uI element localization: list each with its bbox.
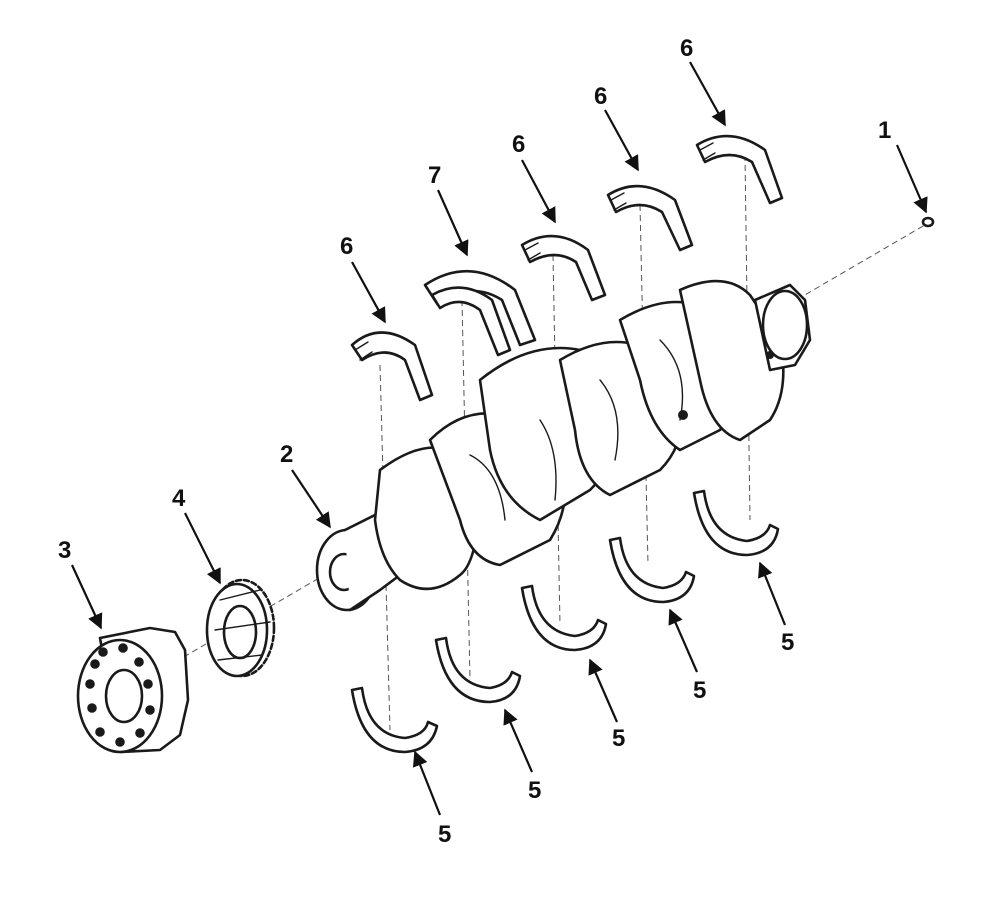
callout-5-first: 5 [438,821,451,848]
crankshaft-icon [315,279,812,612]
lower-bearing-shell-icon [350,686,439,754]
lower-bearing-shell-icon [608,536,696,604]
lower-bearing-shell-icon [692,489,780,557]
lower-bearing-shell-icon [434,636,522,704]
upper-bearing-shell-icon [520,234,607,302]
callout-6-third: 6 [594,83,607,110]
callout-6-second: 6 [512,131,525,158]
leader-arrows [71,61,928,816]
callout-5-fifth: 5 [781,629,794,656]
pin-icon [921,216,935,228]
thrust-bearing-shell-icon [423,269,537,357]
callout-5-third: 5 [612,725,625,752]
upper-bearing-shell-icon [606,184,694,252]
upper-bearing-shell-icon [350,331,434,402]
callout-7: 7 [428,162,441,189]
callout-labels: 1 2 3 4 6 7 6 6 6 5 5 5 5 5 [58,35,891,848]
callout-2: 2 [280,441,293,468]
upper-bearing-shell-icon [695,134,784,205]
callout-3: 3 [58,537,71,564]
callout-4: 4 [172,485,186,512]
pulley-hub-icon [76,626,190,754]
lower-bearing-shell-icon [520,584,608,652]
callout-1: 1 [878,117,891,144]
callout-5-fourth: 5 [693,677,706,704]
crank-gear-icon [205,578,276,678]
callout-6-fourth: 6 [680,35,693,62]
crank-axis-line [174,221,931,663]
callout-5-second: 5 [528,777,541,804]
callout-6-first: 6 [340,233,353,260]
